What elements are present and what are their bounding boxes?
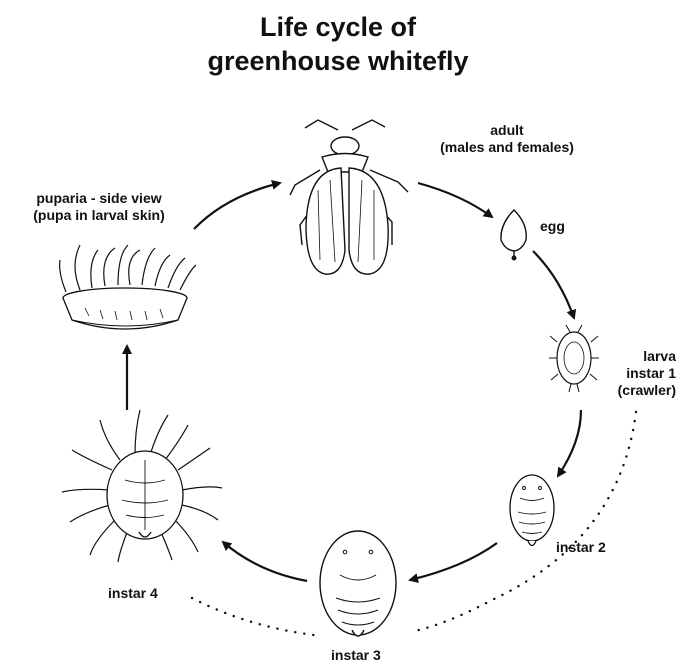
adult-label-line-1: adult <box>412 122 602 139</box>
puparia-label-line-1: puparia - side view <box>4 190 194 207</box>
larva-label-line-3: (crawler) <box>590 382 676 399</box>
arrow-egg-to-larva <box>533 251 574 318</box>
adult-label: adult (males and females) <box>412 122 602 156</box>
instar-2-label: instar 2 <box>556 539 606 556</box>
instar-4-drawing <box>62 410 222 562</box>
larva-label: larva instar 1 (crawler) <box>590 348 676 399</box>
puparia-label: puparia - side view (pupa in larval skin… <box>4 190 194 224</box>
egg-drawing <box>501 210 526 260</box>
larva-label-line-1: larva <box>590 348 676 365</box>
arrow-instar3-to-instar4 <box>223 542 307 581</box>
arrow-adult-to-egg <box>418 183 492 217</box>
adult-label-line-2: (males and females) <box>412 139 602 156</box>
puparia-label-line-2: (pupa in larval skin) <box>4 207 194 224</box>
larva-label-line-2: instar 1 <box>590 365 676 382</box>
egg-label: egg <box>540 218 565 235</box>
arrow-instar2-to-instar3 <box>410 543 497 580</box>
puparia-drawing <box>60 245 196 329</box>
adult-whitefly-drawing <box>290 120 408 274</box>
arrow-puparia-to-adult <box>194 183 280 229</box>
arrow-larva-to-instar2 <box>558 410 581 476</box>
dotted-paths <box>192 412 636 636</box>
instar-4-label: instar 4 <box>108 585 158 602</box>
instar-3-label: instar 3 <box>331 647 381 663</box>
instar-3-drawing <box>320 531 396 636</box>
dotted-path-instar4-to-instar3 <box>192 598 322 636</box>
instar-2-drawing <box>510 475 554 546</box>
